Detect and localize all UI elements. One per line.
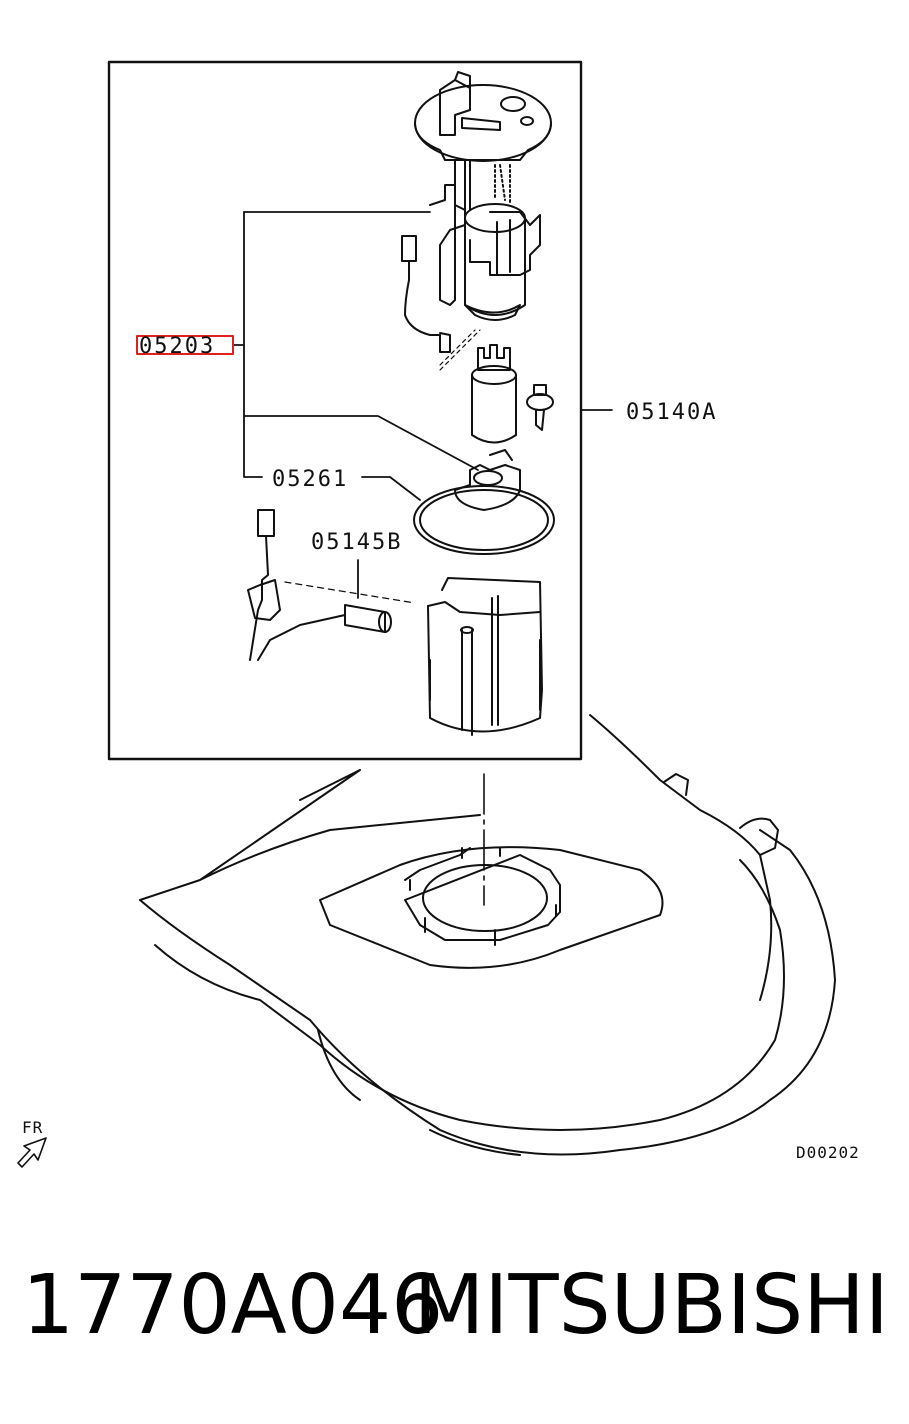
brand-name: MITSUBISHI — [413, 1258, 889, 1353]
fuel-tank — [139, 714, 836, 1156]
callout-05145B: 05145B — [311, 530, 402, 555]
parts-diagram: 05203 05140A 05261 05145B FR D00202 — [17, 60, 860, 1168]
callout-05203: 05203 — [139, 334, 215, 359]
reservoir-cup — [427, 577, 543, 736]
highlight-box — [136, 335, 234, 355]
front-direction-arrow-icon — [17, 1137, 47, 1168]
fuel-pump — [439, 329, 554, 444]
callout-05261: 05261 — [272, 467, 348, 492]
seal-ring — [413, 449, 555, 555]
direction-label: FR — [22, 1118, 43, 1137]
pump-holder — [429, 184, 541, 321]
wire-harness — [401, 235, 451, 353]
product-caption: 1770A046 MITSUBISHI — [0, 1258, 909, 1388]
part-number: 1770A046 — [22, 1258, 444, 1353]
pump-flange — [414, 71, 552, 256]
callout-05140A: 05140A — [626, 400, 717, 425]
leader-lines — [232, 211, 613, 599]
diagram-code: D00202 — [796, 1143, 860, 1162]
sender-unit — [247, 509, 416, 661]
